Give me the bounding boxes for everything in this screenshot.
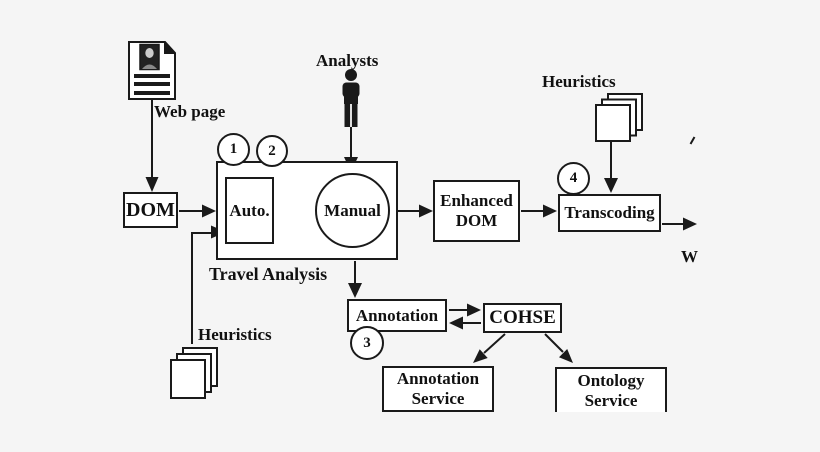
analyst-person-icon — [338, 68, 364, 128]
stray-mark — [689, 136, 696, 145]
step-badge-2-label: 2 — [268, 142, 276, 159]
w-output-caption: W — [681, 247, 698, 266]
arrow-cohse-to-annotationservice — [473, 333, 506, 363]
node-cohse: COHSE — [483, 303, 562, 333]
node-auto-label: Auto. — [229, 200, 270, 220]
arrow-dom-to-travel — [179, 204, 216, 218]
node-auto: Auto. — [225, 177, 274, 244]
step-badge-4-label: 4 — [569, 170, 578, 186]
node-ontology-service-line1: Ontology — [577, 370, 645, 390]
node-transcoding-label: Transcoding — [564, 203, 655, 223]
node-annotation: Annotation — [347, 299, 447, 332]
step-badge-4: 4 — [557, 162, 590, 195]
step-badge-3: 3 — [350, 326, 384, 360]
web-page-document-icon — [128, 41, 176, 100]
arrow-travel-to-annotation — [348, 261, 362, 298]
step-badge-1: 1 — [217, 133, 250, 166]
heuristics-top-caption: Heuristics — [542, 72, 616, 91]
step-badge-2: 2 — [256, 135, 288, 167]
arrow-transcoding-output — [662, 217, 697, 231]
arrow-enhanceddom-to-transcoding — [521, 204, 557, 218]
arrow-cohse-to-annotation — [449, 316, 481, 330]
arrow-annotation-to-cohse — [449, 303, 481, 317]
travel-analysis-caption: Travel Analysis — [209, 264, 328, 284]
node-ontology-service: Ontology Service — [555, 367, 667, 412]
node-enhanced-dom-line2: DOM — [455, 211, 498, 230]
node-annotation-label: Annotation — [355, 305, 439, 325]
node-cohse-label: COHSE — [489, 307, 556, 329]
heuristics-bottom-caption: Heuristics — [198, 325, 272, 344]
node-enhanced-dom-line1: Enhanced — [440, 191, 513, 211]
node-enhanced-dom: Enhanced DOM — [433, 180, 520, 242]
node-transcoding: Transcoding — [558, 194, 661, 232]
arrow-webpage-to-dom — [145, 100, 159, 192]
analysts-caption: Analysts — [316, 51, 379, 70]
web-page-caption: Web page — [154, 102, 226, 121]
node-annotation-service-line2: Service — [411, 389, 465, 408]
heuristics-pages-icon-top — [595, 93, 643, 143]
node-annotation-service: Annotation Service — [382, 366, 494, 412]
node-ontology-service-line2: Service — [584, 390, 638, 410]
node-manual-label: Manual — [324, 200, 381, 220]
node-manual: Manual — [315, 173, 390, 248]
node-dom-label: DOM — [126, 198, 175, 221]
step-badge-3-label: 3 — [363, 334, 371, 351]
arrow-cohse-to-ontologyservice — [544, 333, 573, 363]
step-badge-1-label: 1 — [229, 141, 238, 157]
node-annotation-service-line1: Annotation — [396, 369, 480, 389]
heuristics-pages-icon-bottom — [170, 347, 218, 399]
node-dom: DOM — [123, 192, 178, 228]
arrow-heuristics-to-transcoding — [604, 142, 618, 193]
